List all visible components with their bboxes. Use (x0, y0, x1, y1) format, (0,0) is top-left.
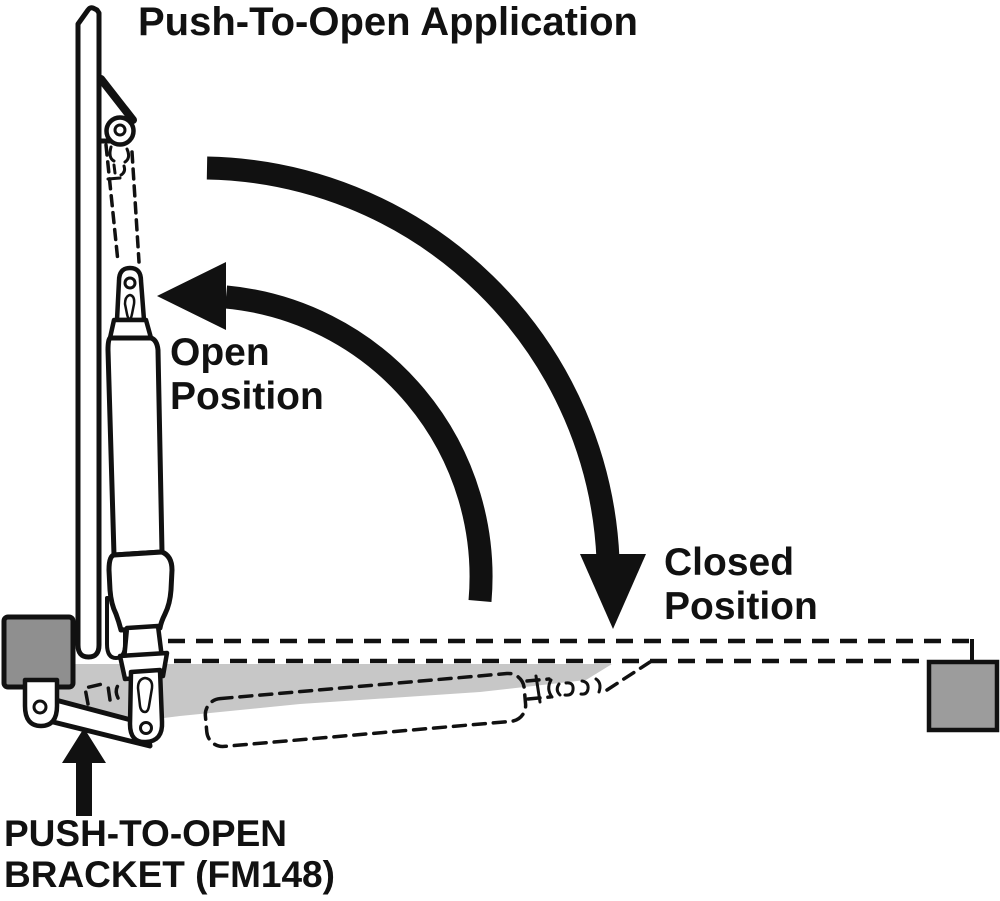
fm148-pivot-clevis (22, 677, 60, 729)
actuator-body (105, 335, 165, 558)
closed-position-label: Closed Position (664, 541, 818, 628)
wall-mount-block (926, 659, 1000, 733)
open-position-label: Open Position (170, 331, 324, 418)
fm148-bracket-block (1, 614, 76, 690)
rotation-arrow-inner (157, 262, 493, 602)
door-bracket-pivot-hole (113, 123, 127, 137)
door-top-bracket (97, 75, 137, 147)
arrow-down-head (580, 554, 646, 629)
actuator-foot-hole (139, 721, 153, 735)
bracket-pointer-arrow (62, 728, 106, 816)
closed-rod-end-dashed (534, 674, 602, 704)
diagram-title: Push-To-Open Application (138, 0, 638, 45)
door-panel (75, 5, 102, 660)
diagram-title-text: Push-To-Open Application (138, 0, 638, 44)
actuator-collar (107, 317, 154, 341)
actuator-body-bell (106, 549, 175, 633)
fm148-bracket-label: PUSH-TO-OPEN BRACKET (FM148) (4, 813, 335, 896)
door-sweep-shade (58, 664, 612, 726)
actuator-open (105, 265, 175, 745)
arrow-left-head (157, 262, 226, 330)
actuator-rod-end-slot (123, 293, 136, 321)
rotation-arrow-outer (206, 156, 646, 629)
closed-door-outline-dashed (168, 638, 972, 664)
fm148-pivot-hole (32, 699, 48, 715)
actuator-foot-slot (136, 676, 154, 714)
extended-rod-dashed (104, 143, 141, 264)
rod-end-ghost-marks (106, 145, 131, 181)
actuator-rod-end-hole (123, 276, 137, 290)
